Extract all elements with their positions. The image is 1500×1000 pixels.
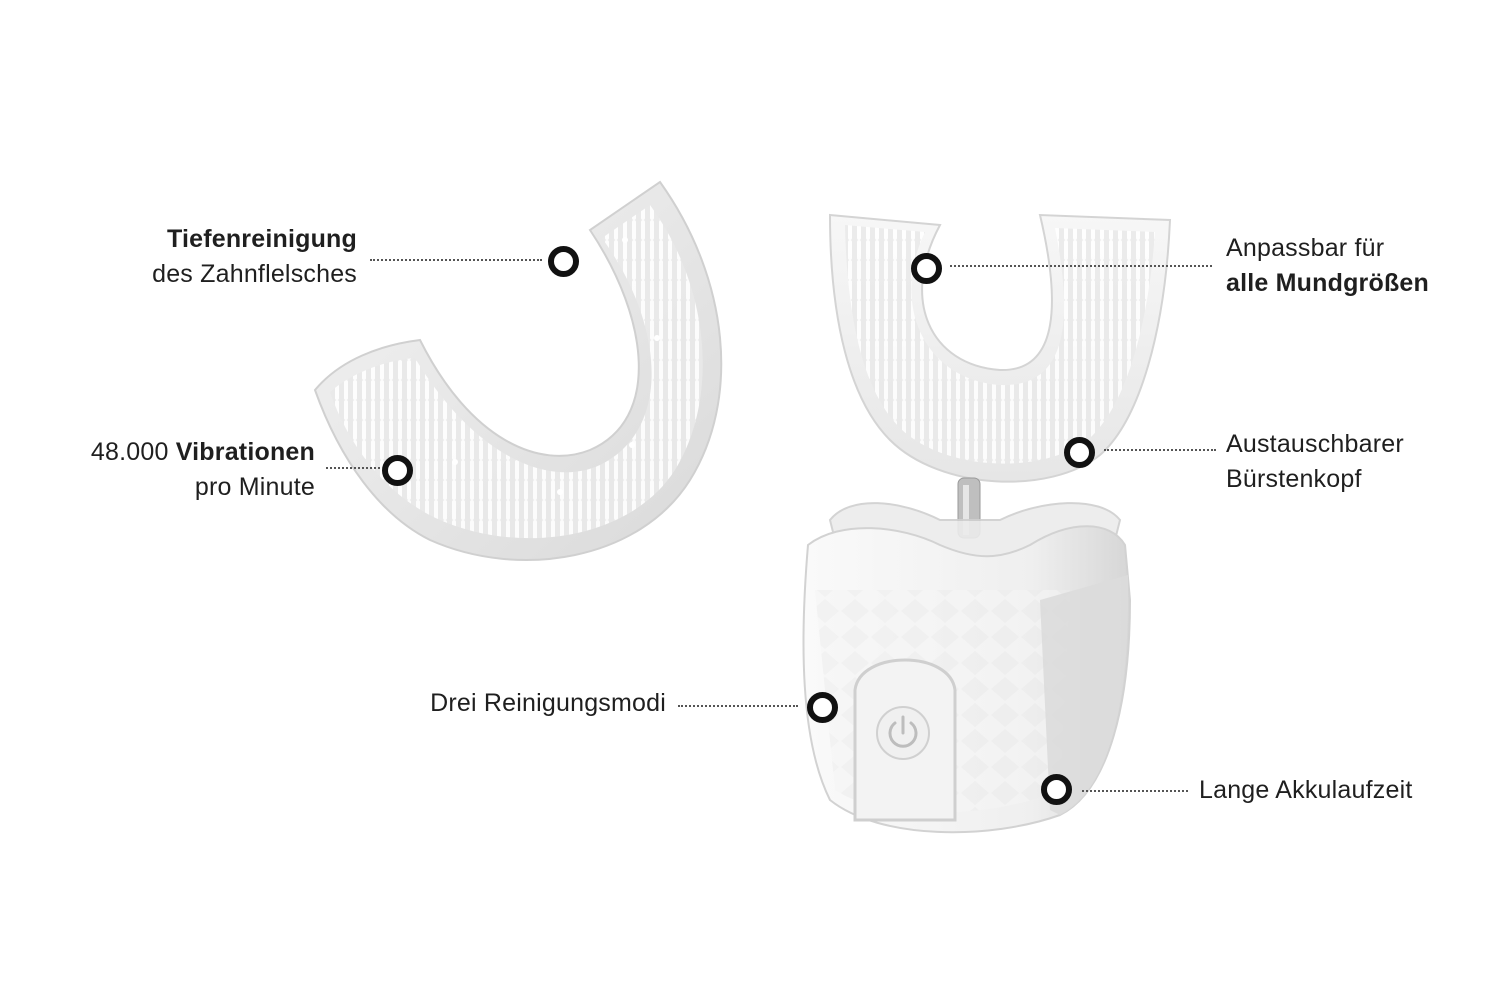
annotation-fits-all-bold: alle Mundgrößen xyxy=(1226,269,1429,297)
annotation-replaceable-line1: Austauschbarer xyxy=(1226,430,1404,458)
annotation-fits-all-normal: Anpassbar für xyxy=(1226,234,1385,262)
annotation-deep-clean-bold: Tiefenreinigung xyxy=(166,225,357,253)
annotation-modes: Drei Reinigungsmodi xyxy=(370,686,666,721)
leader-line-vibrations xyxy=(326,467,380,469)
annotation-deep-clean-normal: des Zahnflelsches xyxy=(152,260,357,288)
brush-head-left xyxy=(313,180,723,561)
annotation-modes-text: Drei Reinigungsmodi xyxy=(430,689,666,717)
ring-marker-icon xyxy=(1064,437,1095,468)
annotation-deep-clean: Tiefenreinigung des Zahnflelsches xyxy=(95,222,357,292)
annotation-vibrations-number: 48.000 xyxy=(90,438,169,466)
leader-line-modes xyxy=(678,705,798,707)
annotation-vibrations-bold: Vibrationen xyxy=(175,438,315,466)
annotation-vibrations-normal: pro Minute xyxy=(194,473,315,501)
ring-marker-icon xyxy=(911,253,942,284)
power-icon[interactable] xyxy=(875,705,931,761)
leader-line-replaceable xyxy=(1104,449,1216,451)
brush-body xyxy=(802,502,1132,834)
annotation-battery-text: Lange Akkulaufzeit xyxy=(1199,776,1413,804)
annotation-replaceable: Austauschbarer Bürstenkopf xyxy=(1226,427,1404,497)
ring-marker-icon xyxy=(548,246,579,277)
ring-marker-icon xyxy=(807,692,838,723)
annotation-fits-all: Anpassbar für alle Mundgrößen xyxy=(1226,231,1429,301)
brush-head-top xyxy=(828,213,1172,539)
leader-line-fits-all xyxy=(950,265,1212,267)
annotation-vibrations: 48.000 Vibrationen pro Minute xyxy=(40,435,315,505)
annotation-replaceable-line2: Bürstenkopf xyxy=(1226,465,1362,493)
annotation-battery: Lange Akkulaufzeit xyxy=(1199,773,1412,808)
leader-line-deep-clean xyxy=(370,259,542,261)
ring-marker-icon xyxy=(1041,774,1072,805)
ring-marker-icon xyxy=(382,455,413,486)
leader-line-battery xyxy=(1082,790,1188,792)
